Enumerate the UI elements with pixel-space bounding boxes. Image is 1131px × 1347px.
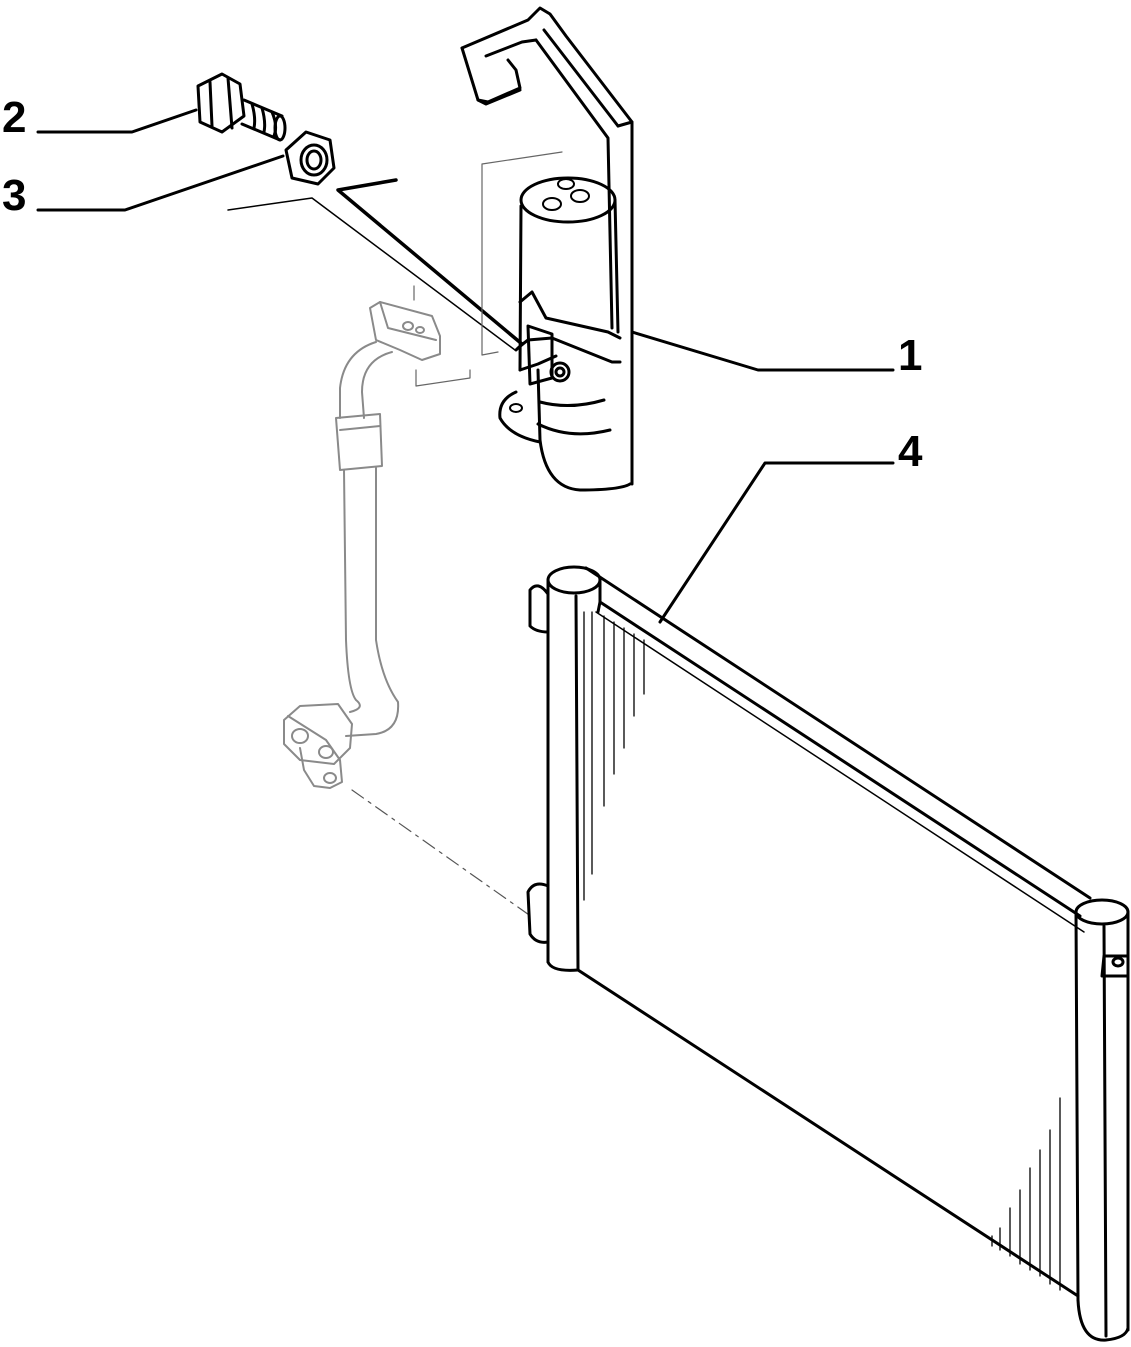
- refrigerant-pipe: [283, 301, 441, 789]
- callout-3: 3: [2, 171, 27, 220]
- receiver-drier: [460, 6, 634, 492]
- washer: [284, 130, 336, 186]
- arrow-line: [336, 178, 524, 346]
- top-rail: [584, 566, 1092, 918]
- right-header-tank: [1074, 898, 1130, 1342]
- condenser: [526, 565, 1130, 1342]
- leader-line-1: [630, 330, 895, 372]
- callout-4: 4: [898, 427, 923, 476]
- bottom-rail: [576, 968, 1080, 1298]
- assembly-hints: [227, 151, 563, 918]
- callout-2: 2: [2, 93, 27, 142]
- callout-1: 1: [898, 331, 923, 380]
- fin-shading: [583, 611, 1061, 1291]
- leader-line-4: [658, 461, 895, 624]
- left-header-tank: [526, 565, 602, 972]
- leader-line-2: [36, 108, 198, 134]
- thin-reference-line: [227, 197, 516, 351]
- bolt: [196, 72, 287, 142]
- leader-line-3: [36, 154, 285, 212]
- leader-lines: [36, 108, 895, 624]
